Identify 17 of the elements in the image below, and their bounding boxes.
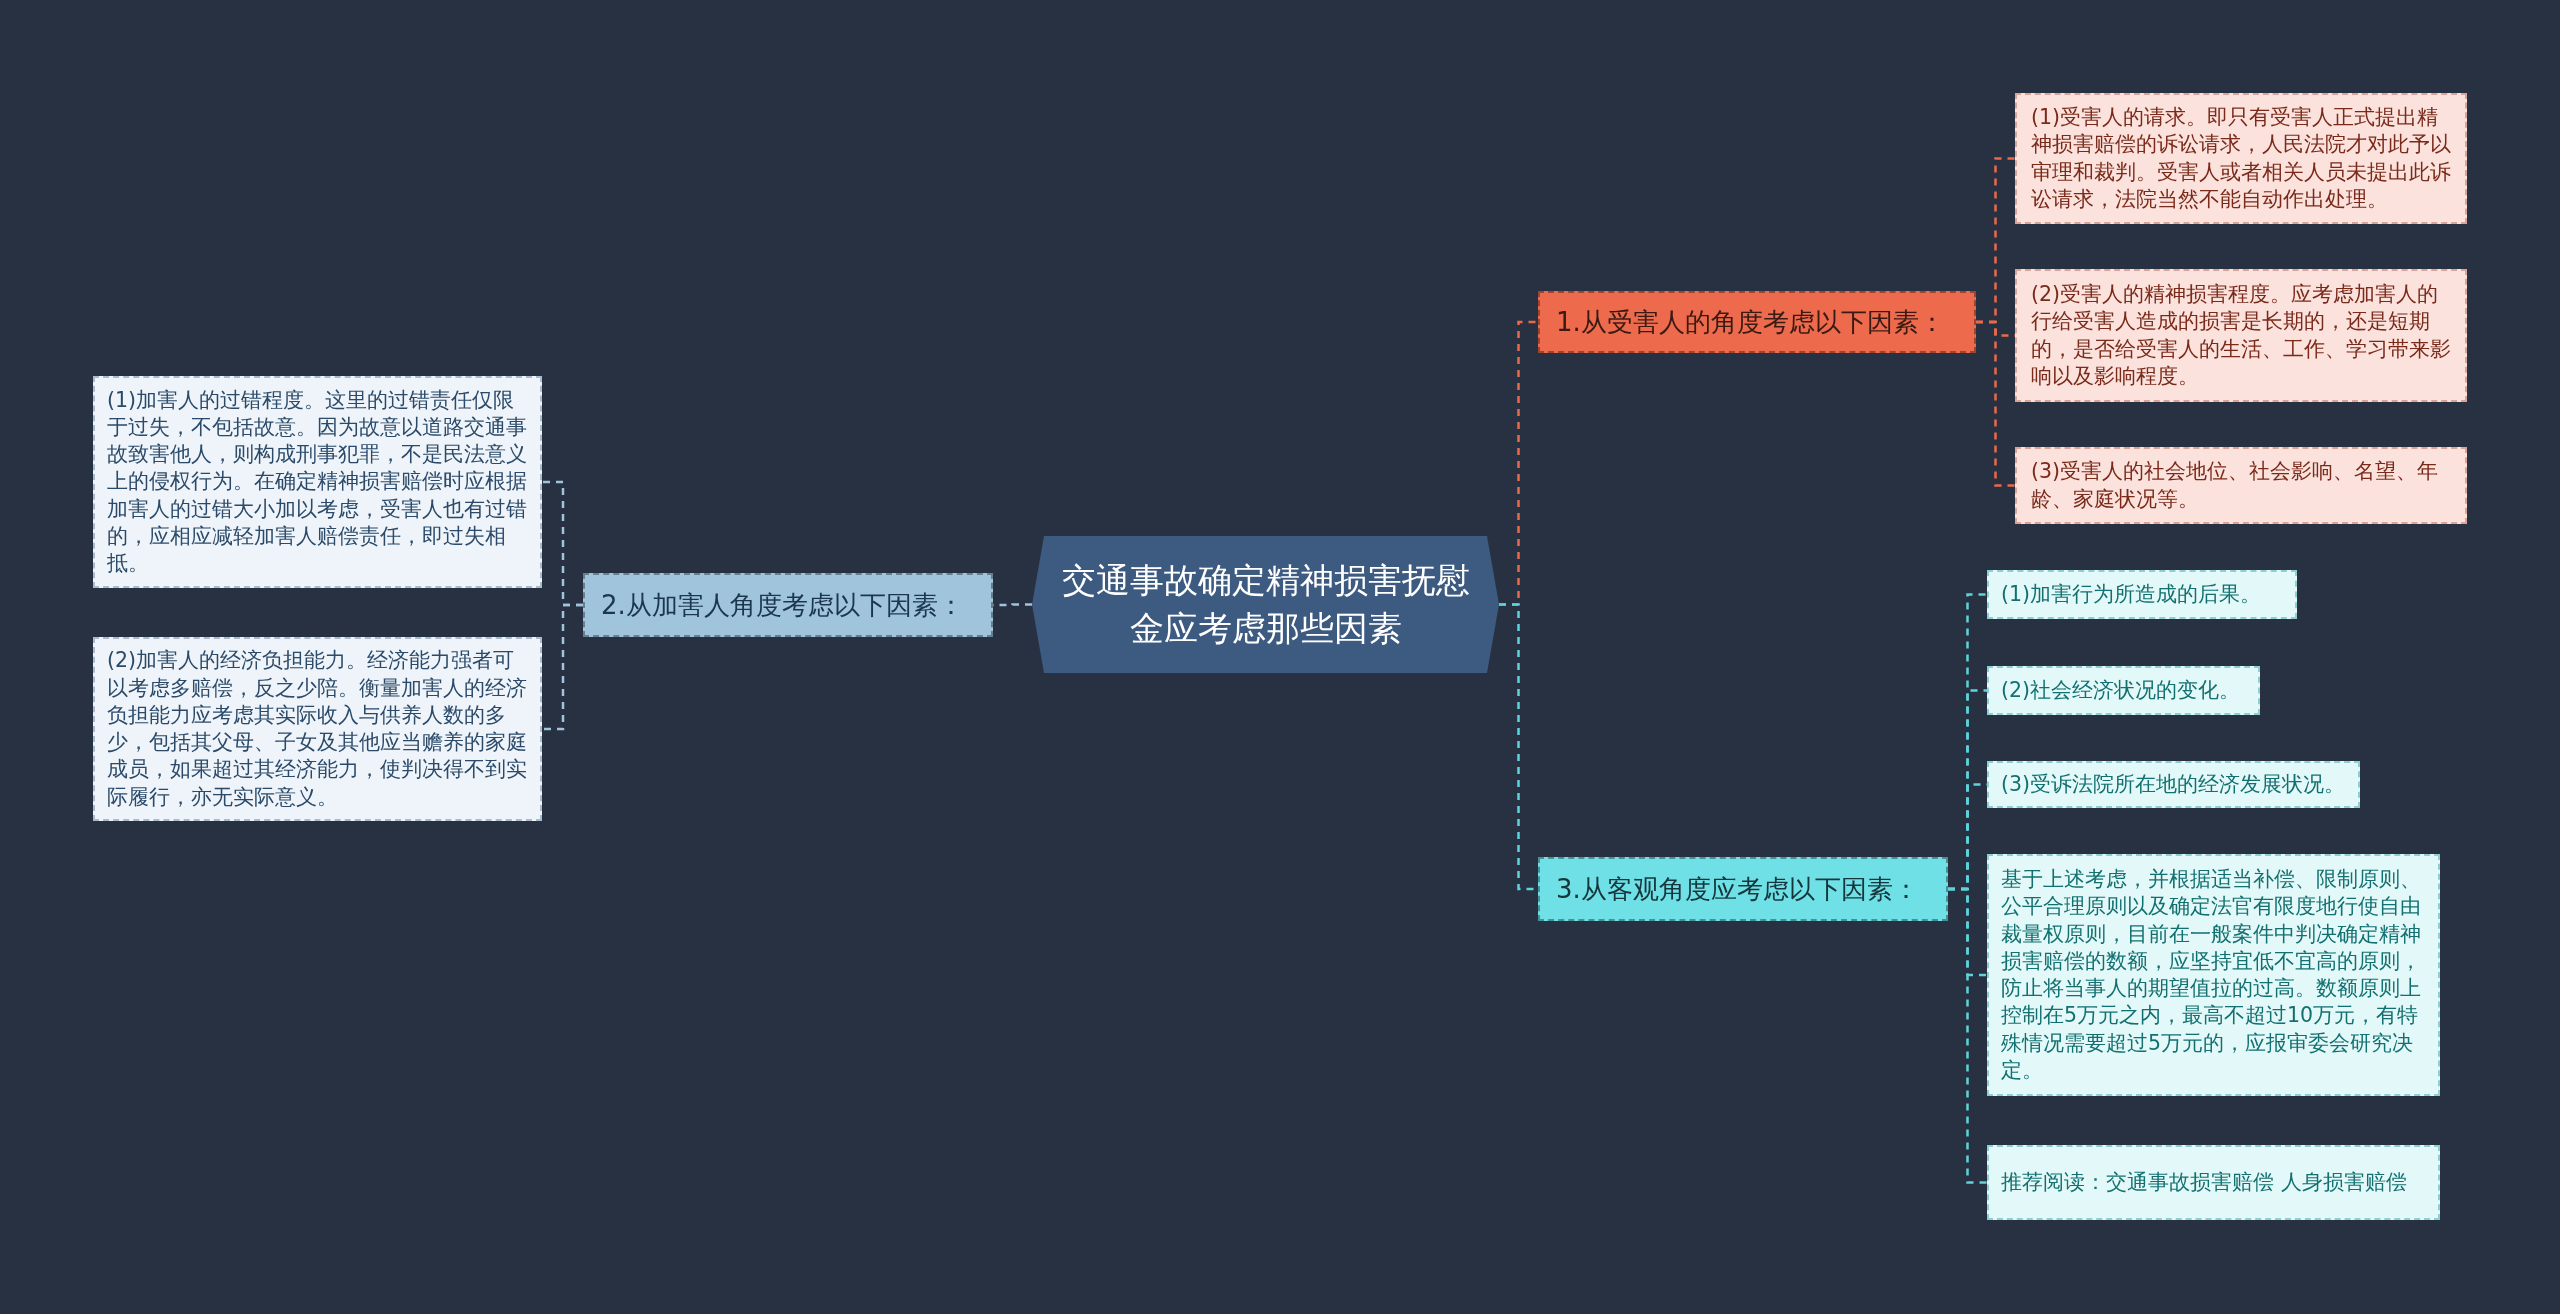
note-box: 推荐阅读：交通事故损害赔偿 人身损害赔偿 — [1987, 1145, 2440, 1220]
branch-box: 3.从客观角度应考虑以下因素： — [1538, 857, 1948, 921]
note-box: (2)受害人的精神损害程度。应考虑加害人的行给受害人造成的损害是长期的，还是短期的，是否给受害人的生活、工作、学习带来影响以及影响程度。 — [2015, 269, 2467, 402]
branch-box: 2.从加害人角度考虑以下因素： — [583, 573, 993, 637]
note-box: 基于上述考虑，并根据适当补偿、限制原则、公平合理原则以及确定法官有限度地行使自由裁量权原则，目前在一般案件中判决确定精神损害赔偿的数额，应坚持宜低不宜高的原则，防止将当事人的期望值拉的过高。数额原则上控制在5万元之内，最高不超过10万元，有特殊情况需要超过5万元的，应报审委会研究决定。 — [1987, 854, 2440, 1096]
note-box: (2)加害人的经济负担能力。经济能力强者可以考虑多赔偿，反之少陪。衡量加害人的经济负担能力应考虑其实际收入与供养人数的多少，包括其父母、子女及其他应当赡养的家庭成员，如果超过其经济能力，使判决得不到实际履行，亦无实际意义。 — [93, 637, 542, 821]
note-box: (3)受诉法院所在地的经济发展状况。 — [1987, 761, 2360, 808]
note-box: (3)受害人的社会地位、社会影响、名望、年龄、家庭状况等。 — [2015, 447, 2467, 524]
note-box: (1)受害人的请求。即只有受害人正式提出精神损害赔偿的诉讼请求，人民法院才对此予以审理和裁判。受害人或者相关人员未提出此诉讼请求，法院当然不能自动作出处理。 — [2015, 93, 2467, 224]
topic-box: 交通事故确定精神损害抚慰金应考虑那些因素 — [1032, 536, 1499, 673]
note-box: (1)加害人的过错程度。这里的过错责任仅限于过失，不包括故意。因为故意以道路交通事故致害他人，则构成刑事犯罪，不是民法意义上的侵权行为。在确定精神损害赔偿时应根据加害人的过错大小加以考虑，受害人也有过错的，应相应减轻加害人赔偿责任，即过失相抵。 — [93, 376, 542, 588]
connector — [1976, 320, 2015, 487]
connector — [542, 603, 583, 731]
note-box: (2)社会经济状况的变化。 — [1987, 666, 2260, 715]
branch-box: 1.从受害人的角度考虑以下因素： — [1538, 291, 1976, 353]
note-box: (1)加害行为所造成的后果。 — [1987, 570, 2297, 619]
connector — [1948, 887, 1987, 1184]
